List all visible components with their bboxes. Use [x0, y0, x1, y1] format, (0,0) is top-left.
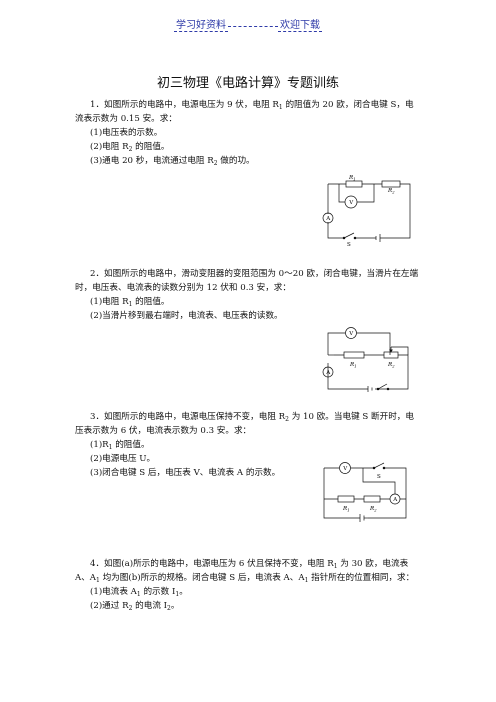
q3-label-v: V: [342, 466, 348, 472]
q2-battery: [367, 386, 373, 392]
q2-sub-2: (2)当滑片移到最右端时，电流表、电压表的读数。: [90, 311, 283, 321]
q2-circuit-diagram: V A R1 R2: [322, 327, 409, 392]
q3-resistor-r1: [337, 495, 355, 503]
q2-rheostat-r2: [383, 351, 399, 359]
q2-switch: [377, 383, 388, 390]
q1-resistor-r1: [345, 180, 363, 188]
q3-sub-2: (2)电源电压 U。: [90, 454, 156, 464]
page-header: 学习好资料 欢迎下载: [0, 16, 496, 32]
question-1: 1．如图所示的电路中，电源电压为 9 伏，电阻 R1 的阻值为 20 欧，闭合电…: [75, 98, 420, 168]
q2-stem: 2．如图所示的电路中，滑动变阻器的变阻范围为 0～20 欧，闭合电键，当滑片在左…: [75, 269, 419, 293]
q3-voltmeter: [339, 462, 351, 474]
q1-sub-3: (3)通电 20 秒，电流通过电阻 R2 做的功。: [90, 156, 255, 167]
q3-sub-1: (1)R1 的阻值。: [90, 440, 150, 451]
q2-label-v: V: [348, 331, 354, 337]
q1-sub-1: (1)电压表的示数。: [90, 128, 163, 138]
q4-sub-1: (1)电流表 A1 的示数 I1。: [90, 587, 188, 598]
q3-resistor-r2: [363, 495, 381, 503]
q3-label-r2: R2: [369, 506, 377, 513]
q1-battery: [372, 234, 381, 242]
q2-voltmeter: [345, 327, 357, 339]
q2-label-r1: R1: [349, 362, 357, 369]
q3-circuit-diagram: V S A R1 R2: [323, 462, 407, 522]
q3-battery: [359, 514, 365, 522]
question-4: 4．如图(a)所示的电路中，电源电压为 6 伏且保持不变，电阻 R1 为 30 …: [75, 557, 420, 613]
header-dashed-gap: [228, 26, 278, 27]
q1-resistor-r2: [381, 180, 401, 188]
q1-label-s: S: [347, 242, 351, 248]
q1-label-v: V: [348, 200, 354, 206]
q1-label-r1: R1: [348, 175, 356, 182]
header-right-text: 欢迎下载: [278, 20, 322, 32]
q3-stem: 3．如图所示的电路中，电源电压保持不变，电阻 R2 为 10 欧。当电键 S 断…: [75, 412, 414, 436]
q2-label-a: A: [325, 370, 331, 376]
q1-ammeter: [322, 212, 334, 224]
question-3: 3．如图所示的电路中，电源电压保持不变，电阻 R2 为 10 欧。当电键 S 断…: [75, 410, 420, 480]
header-left-text: 学习好资料: [174, 20, 228, 32]
page-title: 初三物理《电路计算》专题训练: [156, 76, 339, 91]
q3-label-a: A: [392, 497, 398, 503]
q3-label-s: S: [377, 474, 381, 480]
q2-ammeter: [322, 366, 334, 378]
q1-stem: 1．如图所示的电路中，电源电压为 9 伏，电阻 R1 的阻值为 20 欧，闭合电…: [75, 100, 414, 124]
q1-label-a: A: [325, 216, 331, 222]
q1-circuit-diagram: R1 R2 V A S: [322, 175, 411, 248]
q3-label-r1: R1: [342, 506, 350, 513]
q4-sub-2: (2)通过 R2 的电流 I2。: [90, 601, 180, 612]
q1-switch: [343, 232, 355, 239]
question-2: 2．如图所示的电路中，滑动变阻器的变阻范围为 0～20 欧，闭合电键，当滑片在左…: [75, 267, 420, 323]
q1-label-r2: R2: [387, 188, 395, 195]
q2-sub-1: (1)电阻 R1 的阻值。: [90, 297, 170, 308]
q3-sub-3: (3)闭合电键 S 后，电压表 V、电流表 A 的示数。: [90, 468, 281, 478]
q1-sub-2: (2)电阻 R2 的阻值。: [90, 142, 170, 153]
q2-label-r2: R2: [387, 362, 395, 369]
q2-resistor-r1: [343, 351, 365, 359]
q1-voltmeter: [344, 195, 358, 209]
q4-stem: 4．如图(a)所示的电路中，电源电压为 6 伏且保持不变，电阻 R1 为 30 …: [75, 559, 415, 584]
